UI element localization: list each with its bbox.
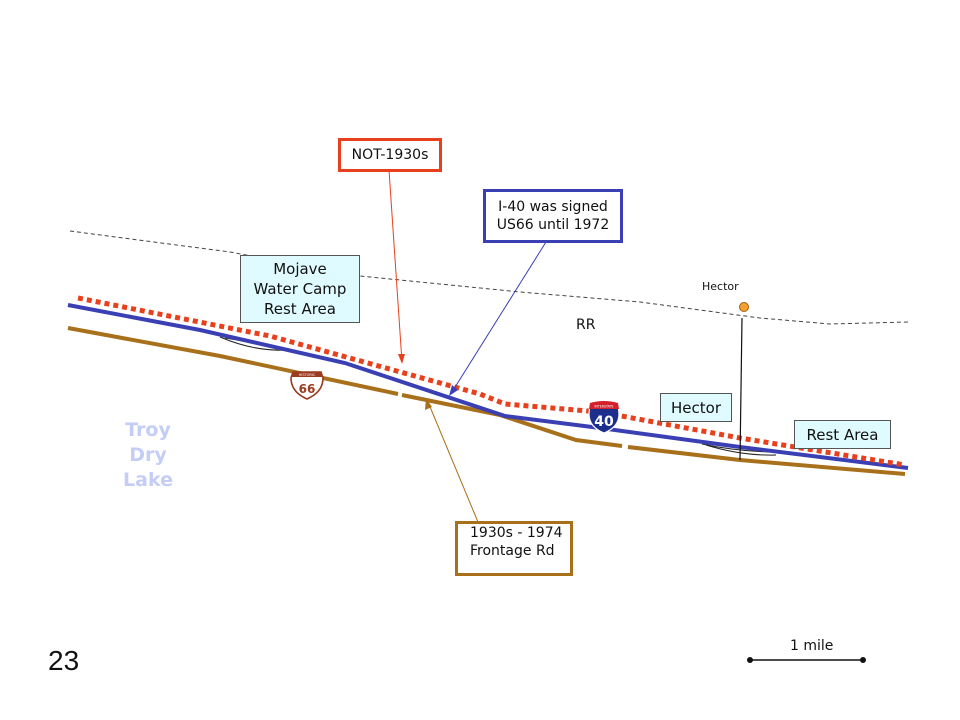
troy-lake-line-3: Lake: [123, 469, 173, 491]
frontage-road-line: [401, 393, 623, 448]
scale-bar-label: 1 mile: [790, 638, 834, 654]
callout-frontage-line-1: 1930s - 1974: [470, 525, 563, 541]
troy-lake-line-1: Troy: [125, 419, 171, 441]
scale-bar-end: [747, 657, 753, 663]
hector-town-dot: [739, 302, 749, 312]
us66-shield-number: 66: [299, 382, 316, 396]
label-hector: Hector: [660, 393, 732, 422]
hector-town-label: Hector: [702, 280, 739, 293]
page-number: 23: [48, 645, 80, 676]
scale-bar-end: [860, 657, 866, 663]
i40-shield-icon: INTERSTATE 40: [588, 400, 620, 434]
mojave-line-1: Mojave: [273, 260, 327, 278]
callout-not-1930s: NOT-1930s: [338, 138, 442, 172]
callout-not-1930s-text: NOT-1930s: [351, 147, 429, 163]
callout-frontage-road: 1930s - 1974 Frontage Rd: [455, 521, 573, 576]
arrowhead: [425, 398, 432, 410]
i40-shield-number: 40: [594, 414, 614, 430]
troy-lake-line-2: Dry: [129, 444, 167, 466]
hector-pole: [739, 317, 743, 461]
troy-dry-lake-label: Troy Dry Lake: [108, 418, 188, 493]
label-rest-area: Rest Area: [794, 420, 891, 449]
callout-i40-signed: I-40 was signed US66 until 1972: [483, 189, 623, 243]
railroad-line: [69, 230, 909, 325]
arrowhead: [449, 385, 458, 396]
callout-i40-line-1: I-40 was signed: [498, 199, 608, 215]
callout-i40-line-2: US66 until 1972: [496, 217, 610, 233]
frontage-road-line: [67, 326, 399, 396]
not-1930s-route-line: [77, 295, 906, 468]
rest-area-loop: [705, 444, 777, 456]
i40-shield-top: INTERSTATE: [594, 405, 613, 409]
label-mojave-rest-area: Mojave Water Camp Rest Area: [240, 255, 360, 323]
railroad-label: RR: [576, 317, 596, 333]
arrowhead: [398, 354, 405, 364]
leader-line-i40: [451, 241, 547, 393]
us66-shield-icon: HISTORIC 66: [290, 371, 324, 400]
hector-box-text: Hector: [671, 398, 721, 417]
callout-frontage-line-2: Frontage Rd: [470, 543, 555, 559]
mojave-line-2: Water Camp: [253, 280, 347, 298]
leader-line-not-1930s: [388, 169, 403, 363]
mojave-line-3: Rest Area: [264, 300, 336, 318]
us66-shield-top: HISTORIC: [299, 373, 316, 377]
rest-area-text: Rest Area: [806, 425, 879, 444]
leader-line-frontage: [427, 401, 479, 523]
